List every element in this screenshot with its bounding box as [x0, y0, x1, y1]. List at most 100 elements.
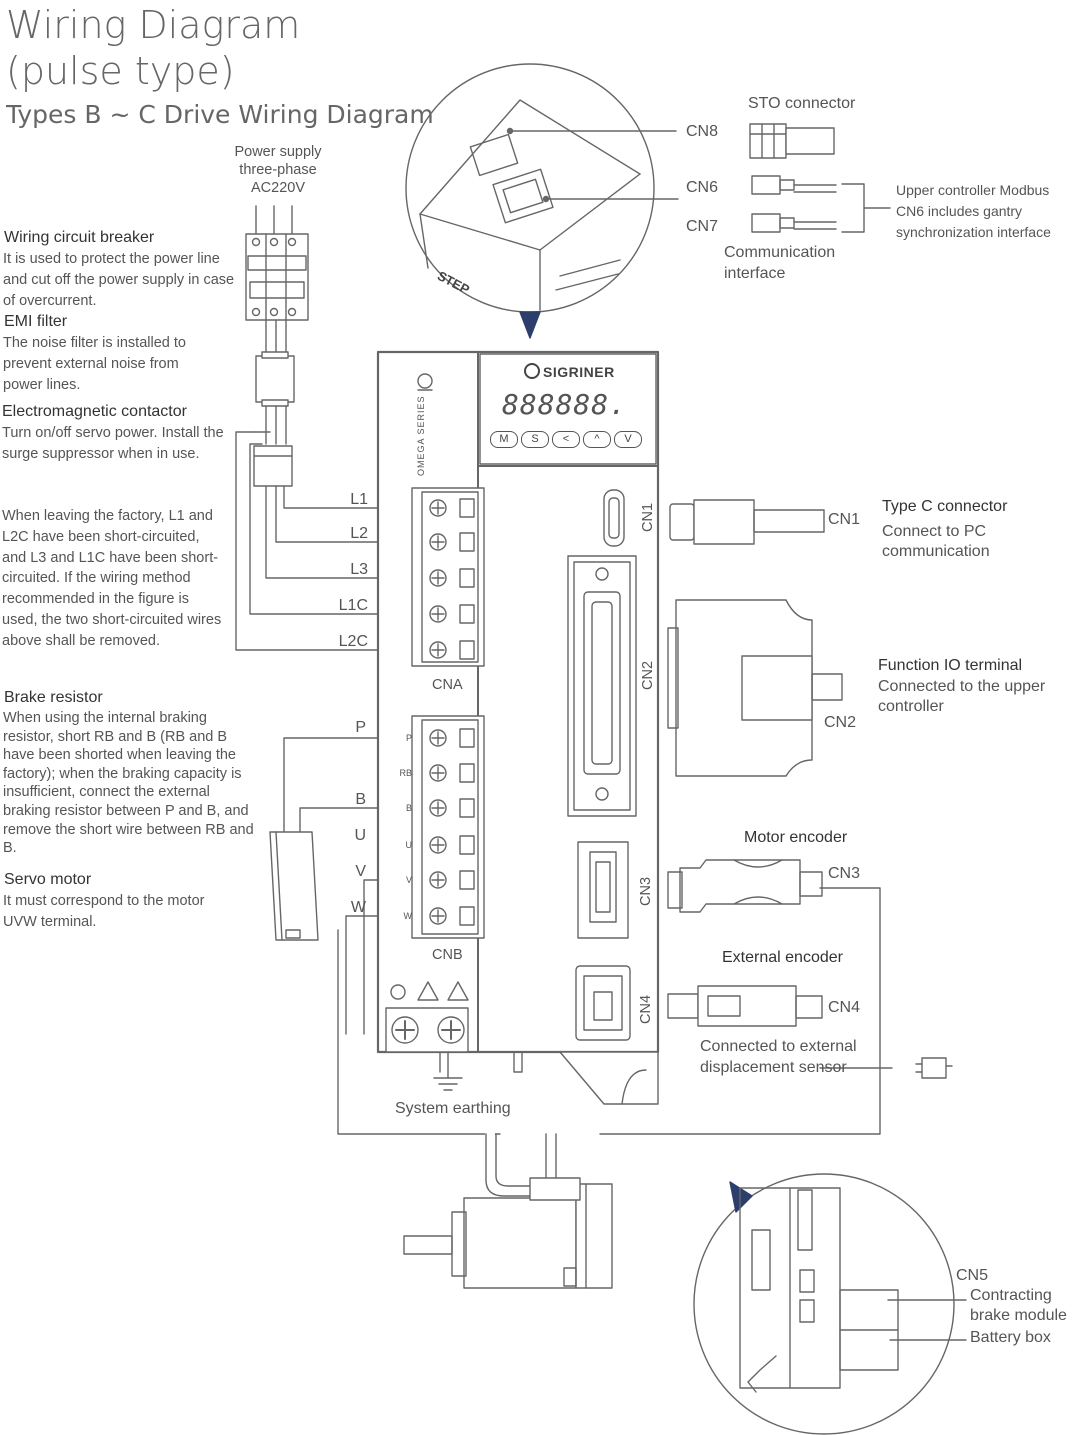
cna-screw-icon — [429, 498, 475, 518]
brake-resistor-icon — [269, 737, 421, 941]
cn3-plug-icon — [667, 859, 823, 913]
servo-motor-title: Servo motor — [4, 871, 92, 888]
sto-connector-label: STO connector — [748, 95, 856, 112]
cn4-tag: CN4 — [828, 999, 861, 1016]
cna-terminal-l2: L2 — [350, 525, 368, 542]
cnb-mark: U — [405, 840, 413, 850]
cn2-body: Connected to the upper controller — [878, 678, 1046, 715]
cn3-port — [577, 841, 629, 939]
cn2-tag: CN2 — [824, 714, 857, 731]
cn3-port-label: CN3 — [638, 876, 654, 906]
drive-button: < — [552, 431, 580, 448]
cnb-mark: B — [405, 803, 412, 813]
page-title-line2: (pulse type) — [6, 49, 235, 93]
servo-motor-icon — [403, 1129, 613, 1289]
page-title: Wiring Diagram — [6, 3, 301, 47]
cnb-screw-icon — [429, 835, 475, 855]
factory-note: When leaving the factory, L1 and L2C hav… — [2, 508, 222, 649]
cnb-screw-icon — [429, 798, 475, 818]
cna-screw-icon — [429, 604, 475, 624]
sto-connector-icon — [749, 123, 835, 159]
brake-resistor-body: When using the internal braking resistor… — [3, 710, 254, 857]
cnb-connector — [411, 715, 485, 939]
cna-terminal-l3: L3 — [350, 561, 368, 578]
emi-filter-icon — [255, 319, 295, 445]
cnb-mark: W — [403, 911, 413, 921]
cn5-label: CN5 — [956, 1267, 989, 1284]
cn7-label: CN7 — [686, 218, 719, 235]
cn1-port — [603, 489, 625, 547]
cn7-plug-icon — [751, 213, 837, 233]
power-supply-label-3: AC220V — [250, 180, 305, 196]
cn2-port-label: CN2 — [640, 660, 656, 690]
drive-brand-text: SIGRINER — [543, 364, 615, 380]
cna-screw-icon — [429, 640, 475, 660]
circuit-breaker-icon — [245, 233, 309, 321]
cn3-tag: CN3 — [828, 865, 861, 882]
cnb-mark: V — [405, 875, 412, 885]
cn1-port-label: CN1 — [640, 502, 656, 532]
cn6-cn7-bracket — [841, 183, 891, 233]
brand-logo-icon — [524, 363, 540, 379]
contactor-body: Turn on/off servo power. Install the sur… — [2, 425, 224, 462]
cn4-port — [575, 965, 631, 1041]
cna-connector — [411, 487, 485, 667]
breaker-title: Wiring circuit breaker — [4, 229, 155, 246]
cnb-screw-icon — [429, 728, 475, 748]
system-earthing-label: System earthing — [395, 1100, 511, 1117]
power-supply-wires — [255, 205, 293, 237]
brake-resistor-title: Brake resistor — [4, 689, 103, 706]
motor-encoder-label: Motor encoder — [744, 829, 848, 846]
cna-terminal-l1c: L1C — [338, 597, 368, 614]
contactor-icon — [253, 445, 293, 487]
cnb-terminal-b: B — [355, 791, 366, 808]
drive-button: M — [490, 431, 518, 448]
emi-body: The noise filter is installed to prevent… — [3, 335, 186, 393]
servo-motor-body: It must correspond to the motor UVW term… — [3, 893, 205, 930]
drive-button: V — [614, 431, 642, 448]
bottom-detail-magnifier — [693, 1173, 967, 1435]
breaker-body: It is used to protect the power line and… — [3, 251, 235, 309]
cnb-mark: RB — [399, 768, 412, 778]
cna-wires — [235, 431, 421, 651]
drive-button: S — [521, 431, 549, 448]
cn1-title: Type C connector — [882, 498, 1008, 515]
power-supply-label-2: three-phase — [239, 162, 317, 178]
cna-screw-icon — [429, 532, 475, 552]
contactor-title: Electromagnetic contactor — [2, 403, 187, 420]
cnb-terminal-p: P — [355, 719, 366, 736]
cnb-terminal-w: W — [350, 899, 366, 916]
cn1-tag: CN1 — [828, 511, 861, 528]
drive-series: OMEGA SERIES — [416, 395, 426, 476]
drive-brand: SIGRINER — [524, 363, 615, 380]
cn1-body: Connect to PC communication — [882, 523, 990, 560]
communication-interface-label: Communication interface — [724, 244, 836, 282]
cnb-mark: P — [405, 733, 412, 743]
cn2-title: Function IO terminal — [878, 657, 1023, 674]
cnb-screw-icon — [429, 906, 475, 926]
power-supply-label-1: Power supply — [234, 144, 322, 160]
cnb-label: CNB — [432, 947, 463, 963]
emi-title: EMI filter — [4, 313, 68, 330]
cnb-screw-icon — [429, 763, 475, 783]
cna-terminal-l1: L1 — [350, 491, 368, 508]
brake-module-label: Contracting brake module — [970, 1287, 1067, 1324]
cn6-plug-icon — [751, 175, 837, 195]
cn8-label: CN8 — [686, 123, 719, 140]
cnb-screw-icon — [429, 870, 475, 890]
drive-button: ^ — [583, 431, 611, 448]
sensor-connector-icon — [915, 1057, 953, 1079]
cn2-port — [567, 555, 637, 817]
top-detail-magnifier — [405, 63, 679, 339]
cn4-body: Connected to external displacement senso… — [700, 1038, 857, 1076]
cnb-terminal-v: V — [355, 863, 366, 880]
cn4-port-label: CN4 — [638, 994, 654, 1024]
cna-screw-icon — [429, 568, 475, 588]
cn4-plug-icon — [667, 985, 823, 1027]
page-subtitle: Types B ~ C Drive Wiring Diagram — [6, 100, 434, 129]
cn6-label: CN6 — [686, 179, 719, 196]
cnb-terminal-u: U — [354, 827, 366, 844]
external-encoder-label: External encoder — [722, 949, 843, 966]
